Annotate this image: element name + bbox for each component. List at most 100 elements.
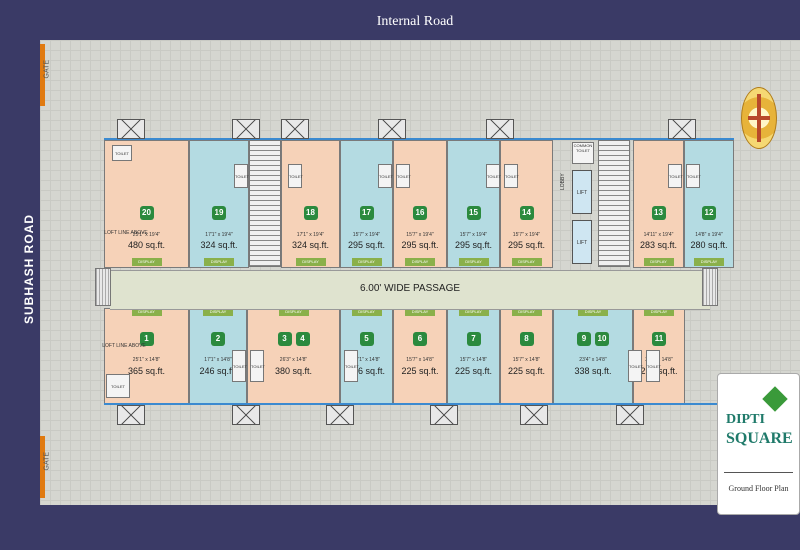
bottom-unit-8 xyxy=(500,308,553,404)
top-unit-17 xyxy=(340,140,393,268)
display-strip: DISPLAY xyxy=(405,308,435,316)
unit-dimensions: 14'8" x 19'4" xyxy=(695,232,723,238)
toilet-top: TOILET xyxy=(486,164,501,188)
gate-label-top: GATE xyxy=(43,59,51,79)
display-strip: DISPLAY xyxy=(351,308,382,316)
toilet-bottom: TOILET xyxy=(250,350,265,382)
unit-number-badge: 20 xyxy=(139,206,154,220)
service-shaft xyxy=(117,405,145,425)
top-unit-13 xyxy=(633,140,684,268)
unit-dimensions: 26'3" x 14'8" xyxy=(279,357,308,363)
unit-number-badge: 16 xyxy=(413,206,427,220)
steps-west xyxy=(95,268,111,306)
loft-line-label: LOFT LINE ABOVE xyxy=(102,343,146,349)
passage: 6.00' WIDE PASSAGE xyxy=(110,270,710,310)
gate-top xyxy=(40,44,45,106)
unit-number-badge: 3 xyxy=(277,332,292,346)
compass-icon xyxy=(741,87,777,149)
display-strip: DISPLAY xyxy=(204,258,234,266)
unit-area: 246 sq.ft. xyxy=(347,366,386,376)
display-strip: DISPLAY xyxy=(644,308,674,316)
unit-number-badge: 14 xyxy=(519,206,534,220)
unit-number-badge: 11 xyxy=(652,332,666,346)
unit-number-badge: 2 xyxy=(211,332,225,346)
unit-area: 225 sq.ft. xyxy=(507,366,546,376)
compass-bar xyxy=(748,116,770,120)
display-strip: DISPLAY xyxy=(511,258,542,266)
steps-east xyxy=(702,268,718,306)
display-strip: DISPLAY xyxy=(458,258,489,266)
unit-area: 295 sq.ft. xyxy=(454,240,493,250)
service-shaft xyxy=(520,405,548,425)
unit-number-badge: 1 xyxy=(139,332,154,346)
display-strip: DISPLAY xyxy=(351,258,382,266)
top-unit-19 xyxy=(189,140,249,268)
subhash-road-label: SUBHASH ROAD xyxy=(22,214,36,325)
unit-number-badge: 7 xyxy=(466,332,481,346)
top-unit-14 xyxy=(500,140,553,268)
unit-area: 295 sq.ft. xyxy=(347,240,386,250)
toilet-top: TOILET xyxy=(112,145,132,161)
top-unit-12 xyxy=(684,140,734,268)
unit-dimensions: 15'7" x 19'4" xyxy=(459,232,488,238)
unit-dimensions: 15'7" x 14'8" xyxy=(406,357,434,363)
loft-line-label: LOFT LINE ABOVE xyxy=(104,230,148,236)
unit-area: 295 sq.ft. xyxy=(507,240,546,250)
unit-number-badge: 18 xyxy=(303,206,318,220)
unit-dimensions: 15'7" x 19'4" xyxy=(352,232,381,238)
staircase-west xyxy=(249,140,281,267)
service-shaft xyxy=(117,119,145,139)
unit-dimensions: 17'1" x 19'4" xyxy=(296,232,325,238)
display-strip: DISPLAY xyxy=(131,258,162,266)
unit-number-badge: 6 xyxy=(413,332,427,346)
unit-dimensions: 15'7" x 19'4" xyxy=(512,232,541,238)
display-strip: DISPLAY xyxy=(458,308,489,316)
unit-dimensions: 23'4" x 14'8" xyxy=(579,357,607,363)
display-strip: DISPLAY xyxy=(131,308,162,316)
toilet-bottom: TOILET xyxy=(232,350,247,382)
display-strip: DISPLAY xyxy=(295,258,326,266)
toilet-bottom: TOILET xyxy=(106,374,130,398)
toilet-top: TOILET xyxy=(378,164,393,188)
unit-dimensions: 17'1" x 14'8" xyxy=(352,357,381,363)
unit-area: 280 sq.ft. xyxy=(690,240,728,250)
passage-label: 6.00' WIDE PASSAGE xyxy=(359,283,461,294)
lobby-label: LOBBY xyxy=(560,173,566,190)
display-strip: DISPLAY xyxy=(511,308,542,316)
bottom-road xyxy=(0,505,800,550)
bottom-unit-7 xyxy=(447,308,500,404)
unit-number-badge: 13 xyxy=(651,206,666,220)
service-shaft xyxy=(668,119,696,139)
logo-caption: Ground Floor Plan xyxy=(728,484,789,493)
toilet-bottom: TOILET xyxy=(344,350,359,382)
toilet-top: TOILET xyxy=(668,164,683,188)
service-shaft xyxy=(232,119,260,139)
display-strip: DISPLAY xyxy=(203,308,233,316)
top-unit-16 xyxy=(393,140,447,268)
unit-dimensions: 15'7" x 14'8" xyxy=(512,357,541,363)
unit-area: 295 sq.ft. xyxy=(401,240,439,250)
toilet-top: TOILET xyxy=(686,164,701,188)
unit-dimensions: 17'1" x 14'8" xyxy=(204,357,232,363)
unit-dimensions: 25'1" x 14'8" xyxy=(132,357,161,363)
gate-bottom xyxy=(40,436,45,498)
top-unit-20 xyxy=(104,140,189,268)
service-shaft xyxy=(281,119,309,139)
service-shaft xyxy=(378,119,406,139)
service-shaft xyxy=(232,405,260,425)
toilet-bottom: TOILET xyxy=(646,350,661,382)
lift-2: LIFT xyxy=(572,220,592,264)
unit-number-badge: 4 xyxy=(295,332,310,346)
unit-number-badge: 8 xyxy=(519,332,534,346)
bottom-unit-6 xyxy=(393,308,447,404)
logo-star-icon xyxy=(762,386,788,412)
unit-number-badge: 9 xyxy=(577,332,591,346)
top-unit-15 xyxy=(447,140,500,268)
display-strip: DISPLAY xyxy=(694,258,724,266)
lift-1: LIFT xyxy=(572,170,592,214)
logo-card: DIPTI SQUARE Ground Floor Plan xyxy=(717,373,800,515)
unit-area: 225 sq.ft. xyxy=(454,366,493,376)
display-strip: DISPLAY xyxy=(278,308,309,316)
unit-dimensions: 15'7" x 19'4" xyxy=(406,232,434,238)
